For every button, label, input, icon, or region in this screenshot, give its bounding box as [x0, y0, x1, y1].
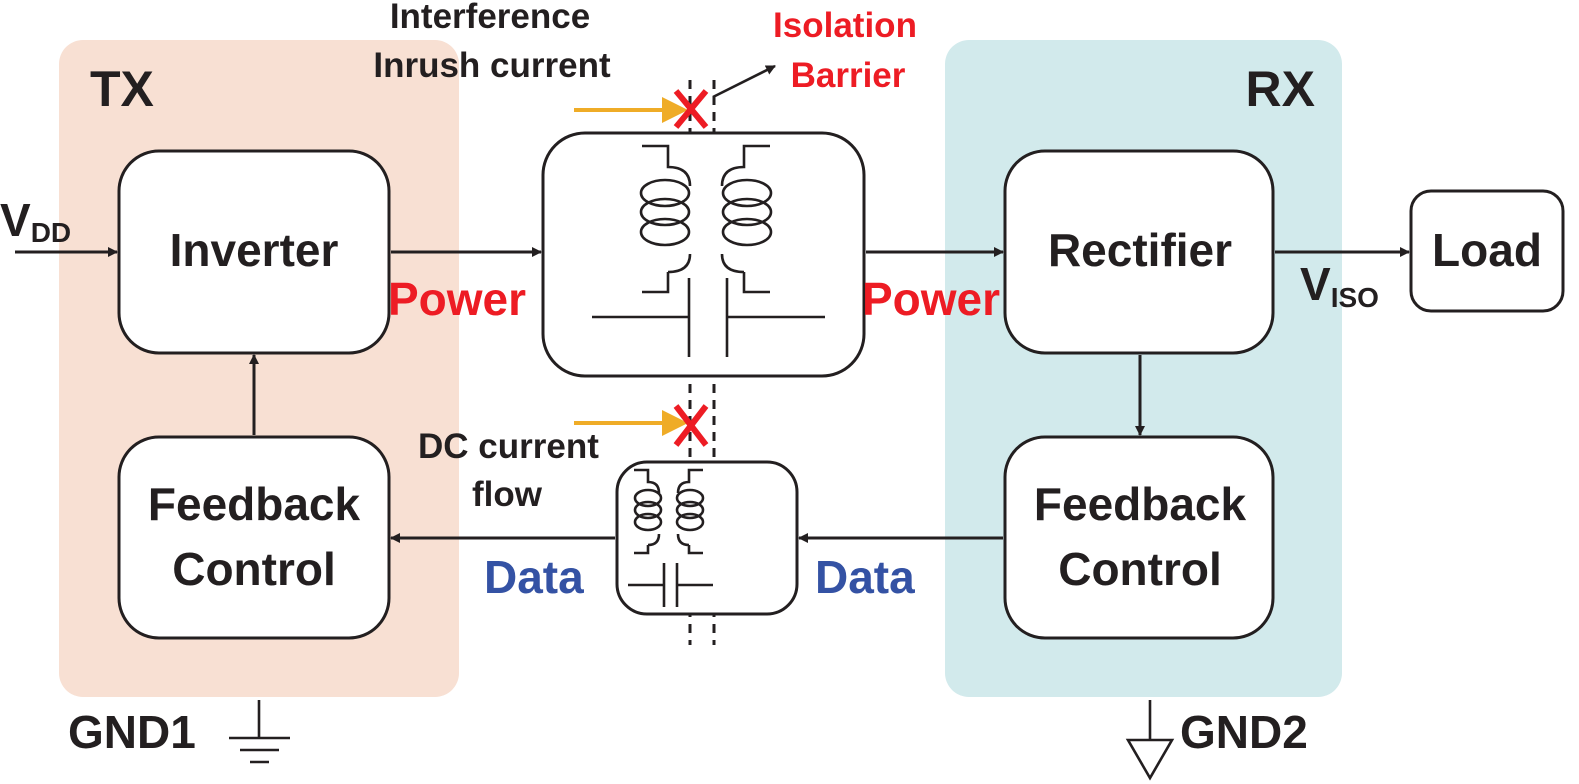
rx-region-label: RX — [1246, 61, 1315, 117]
viso-label-sub: ISO — [1331, 282, 1379, 313]
interference-label-line2: Inrush current — [373, 46, 611, 85]
vdd-label-sub: DD — [31, 217, 71, 248]
viso-label: VISO — [1300, 258, 1379, 313]
inverter-label: Inverter — [170, 224, 339, 276]
rx-feedback-label-line2: Control — [1058, 543, 1222, 595]
load-label: Load — [1432, 224, 1542, 276]
rx-feedback-control-block — [1003, 435, 1275, 640]
power-isolator-block — [541, 131, 866, 378]
rx-feedback-label-line1: Feedback — [1034, 478, 1247, 530]
ground-icon-gnd1 — [229, 700, 290, 764]
power-transformer-icon — [639, 144, 773, 294]
data-isolator-block — [615, 460, 799, 616]
data-label-right: Data — [815, 551, 915, 603]
data-label-left: Data — [484, 551, 584, 603]
tx-feedback-label-line1: Feedback — [148, 478, 361, 530]
interference-arrowhead-top — [662, 97, 688, 123]
power-label-left: Power — [388, 273, 526, 325]
vdd-label-main: V — [0, 194, 31, 246]
vdd-label: VDD — [0, 194, 71, 248]
viso-label-main: V — [1300, 258, 1331, 310]
blocked-cross-icon-bottom — [673, 404, 709, 447]
gnd2-label: GND2 — [1180, 706, 1308, 758]
dc-current-label-line2: flow — [472, 475, 543, 514]
data-capacitor-icon — [628, 563, 713, 607]
inverter-block — [117, 149, 391, 355]
power-label-right: Power — [862, 273, 1000, 325]
tx-feedback-control-block — [117, 435, 391, 640]
isolation-barrier-label-line2: Barrier — [791, 56, 906, 95]
rectifier-label: Rectifier — [1048, 224, 1232, 276]
data-transformer-icon — [633, 468, 705, 555]
interference-label-line1: Interference — [390, 0, 590, 36]
interference-arrowhead-bottom — [662, 410, 688, 436]
rectifier-block — [1003, 149, 1275, 355]
power-capacitor-icon — [592, 278, 825, 357]
gnd1-label: GND1 — [68, 706, 196, 758]
tx-region-label: TX — [90, 61, 154, 117]
dc-current-label-line1: DC current — [418, 427, 599, 466]
isolation-barrier-label-line1: Isolation — [773, 6, 917, 45]
ground-icon-gnd2 — [1125, 700, 1175, 781]
load-block — [1409, 189, 1565, 313]
blocked-cross-icon-top — [673, 89, 709, 129]
tx-feedback-label-line2: Control — [172, 543, 336, 595]
barrier-pointer-arrow — [712, 64, 776, 99]
